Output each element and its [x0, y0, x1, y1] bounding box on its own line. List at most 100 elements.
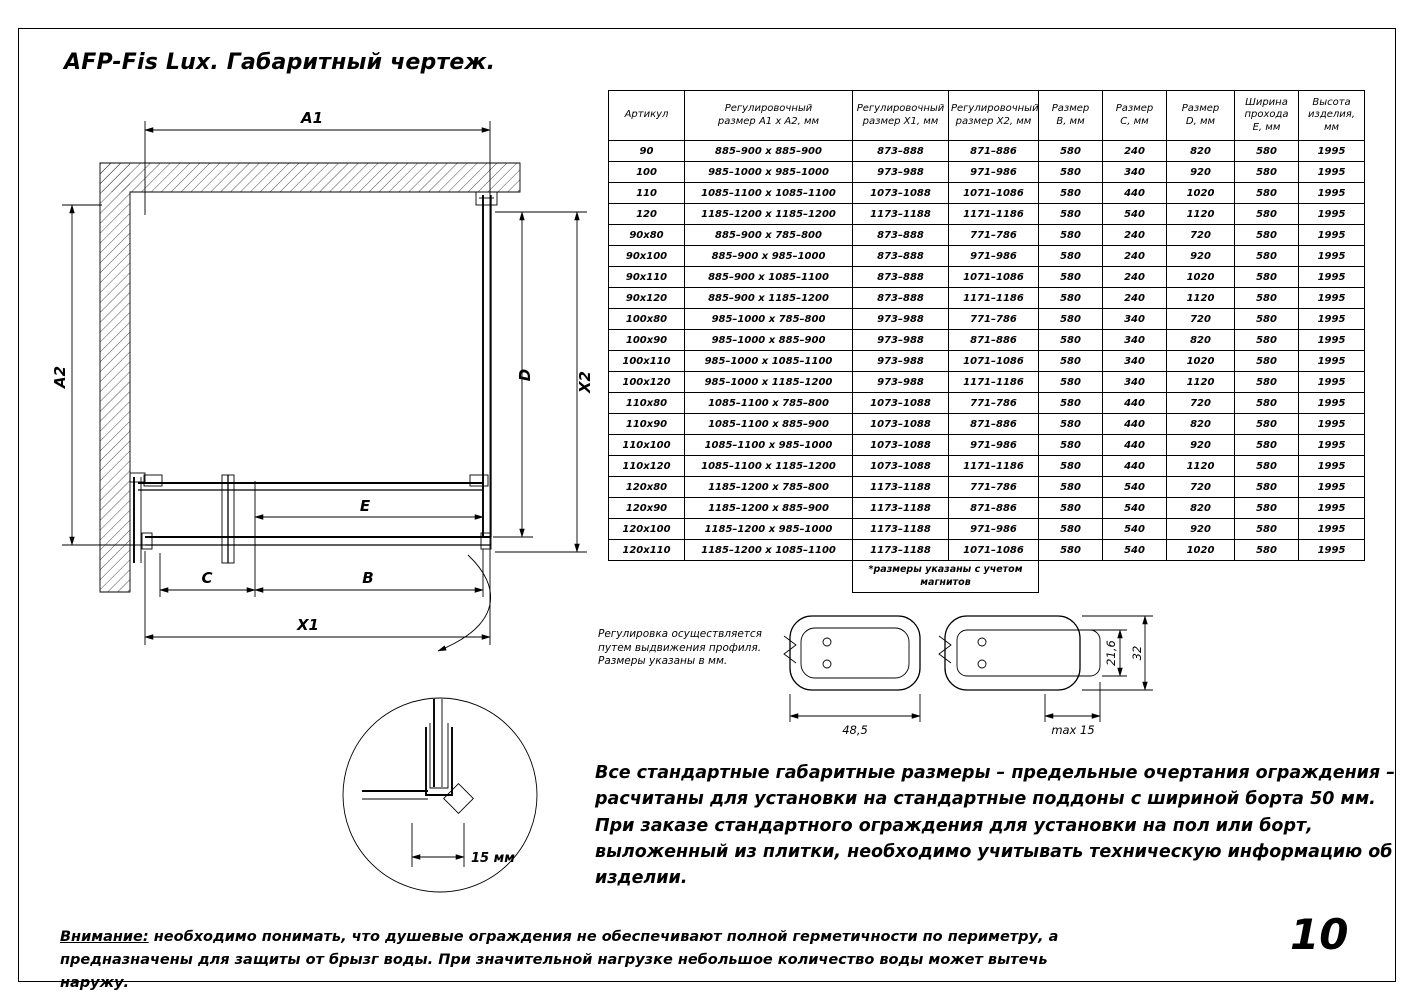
table-cell: 580	[1038, 266, 1103, 288]
table-cell: 580	[1234, 392, 1299, 414]
table-cell: 1995	[1298, 245, 1365, 267]
table-cell: 1020	[1166, 182, 1235, 204]
table-cell: 100x120	[608, 371, 685, 393]
table-cell: 1995	[1298, 224, 1365, 246]
profile-sections-drawing: 48,5 max 15 21,6 32	[783, 615, 1153, 737]
table-cell: 1071–1086	[948, 266, 1039, 288]
warning-label: Внимание:	[60, 929, 149, 945]
table-cell: 440	[1102, 455, 1167, 477]
table-cell: 1120	[1166, 203, 1235, 225]
spec-table: Артикул Регулировочный размер A1 x A2, м…	[608, 90, 1365, 593]
table-cell: 580	[1234, 245, 1299, 267]
table-cell: 885–900 x 985–1000	[684, 245, 853, 267]
table-cell: 440	[1102, 434, 1167, 456]
table-cell: 1995	[1298, 203, 1365, 225]
table-cell: 440	[1102, 182, 1167, 204]
table-cell: 1995	[1298, 476, 1365, 498]
table-cell: 771–786	[948, 392, 1039, 414]
table-cell: 1073–1088	[852, 413, 949, 435]
table-cell: 1995	[1298, 371, 1365, 393]
table-cell: 1073–1088	[852, 455, 949, 477]
table-cell: 110x100	[608, 434, 685, 456]
table-cell: 120x80	[608, 476, 685, 498]
table-cell: 1173–1188	[852, 203, 949, 225]
table-cell: 1995	[1298, 539, 1365, 561]
table-cell: 580	[1038, 518, 1103, 540]
table-cell: 540	[1102, 497, 1167, 519]
table-cell: 1020	[1166, 266, 1235, 288]
dim-label-a1: A1	[300, 109, 323, 127]
table-cell: 580	[1038, 497, 1103, 519]
table-cell: 580	[1038, 224, 1103, 246]
table-cell: 580	[1038, 182, 1103, 204]
table-cell: 110x80	[608, 392, 685, 414]
table-cell: 1120	[1166, 287, 1235, 309]
table-cell: 580	[1234, 518, 1299, 540]
table-cell: 440	[1102, 413, 1167, 435]
left-bracket	[143, 474, 163, 487]
table-cell: 580	[1234, 287, 1299, 309]
table-cell: 110x90	[608, 413, 685, 435]
table-cell: 540	[1102, 203, 1167, 225]
profile-outer-height-label: 32	[1130, 646, 1144, 661]
table-cell: 820	[1166, 497, 1235, 519]
table-cell: 920	[1166, 161, 1235, 183]
table-cell: 1020	[1166, 539, 1235, 561]
table-cell: 90x110	[608, 266, 685, 288]
table-cell: 1120	[1166, 455, 1235, 477]
table-cell: 873–888	[852, 224, 949, 246]
table-cell: 771–786	[948, 476, 1039, 498]
table-cell: 580	[1234, 497, 1299, 519]
table-cell: 873–888	[852, 287, 949, 309]
dim-label-d: D	[516, 369, 534, 381]
table-cell: 580	[1234, 413, 1299, 435]
table-cell: 580	[1038, 539, 1103, 561]
table-cell: 580	[1234, 350, 1299, 372]
table-cell: 240	[1102, 287, 1167, 309]
table-cell: 580	[1234, 140, 1299, 162]
table-cell: 340	[1102, 161, 1167, 183]
table-cell: 580	[1234, 539, 1299, 561]
table-cell: 100x80	[608, 308, 685, 330]
col-header-artikul: Артикул	[608, 90, 685, 141]
table-cell: 580	[1234, 224, 1299, 246]
table-cell: 1073–1088	[852, 434, 949, 456]
dim-label-x1: X1	[296, 616, 319, 634]
table-cell: 90x100	[608, 245, 685, 267]
table-cell: 985–1000 x 785–800	[684, 308, 853, 330]
table-cell: 885–900 x 1185–1200	[684, 287, 853, 309]
dim-label-b: B	[362, 569, 373, 587]
enclosure-outline	[129, 191, 498, 564]
empty-cell	[1039, 561, 1365, 593]
table-cell: 1073–1088	[852, 182, 949, 204]
table-cell: 440	[1102, 392, 1167, 414]
col-header-height: Высота изделия, мм	[1298, 90, 1365, 141]
table-cell: 100	[608, 161, 685, 183]
table-cell: 973–988	[852, 329, 949, 351]
table-cell: 580	[1234, 371, 1299, 393]
table-cell: 1995	[1298, 308, 1365, 330]
profile-section-extended: max 15 21,6 32	[938, 615, 1153, 737]
table-cell: 1995	[1298, 266, 1365, 288]
table-cell: 90	[608, 140, 685, 162]
table-cell: 540	[1102, 539, 1167, 561]
table-cell: 240	[1102, 224, 1167, 246]
detail-leader-arrow	[437, 554, 491, 652]
col-header-b: Размер B, мм	[1038, 90, 1103, 141]
table-footnote: *размеры указаны с учетом магнитов	[852, 560, 1039, 593]
table-cell: 971–986	[948, 161, 1039, 183]
table-cell: 873–888	[852, 140, 949, 162]
profile-max-extension-label: max 15	[1051, 723, 1094, 737]
table-cell: 771–786	[948, 224, 1039, 246]
dim-label-a2: A2	[51, 366, 69, 389]
